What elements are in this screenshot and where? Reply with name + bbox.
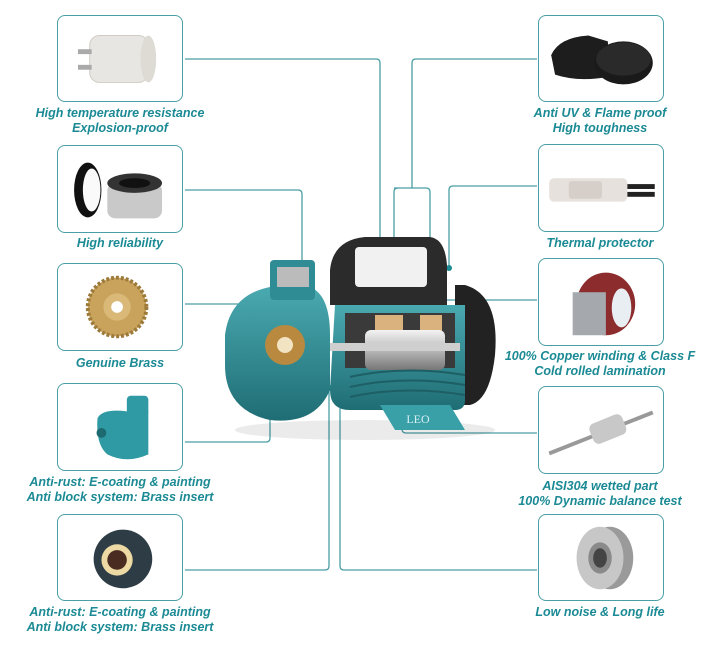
thermal-protector-icon [549, 178, 655, 202]
feature-card-rotor-shaft [538, 386, 664, 474]
ball-bearing-icon [576, 526, 634, 590]
caption-thermal-protector: Thermal protector [546, 236, 654, 250]
caption-pump-cover: Anti-rust: E-coating & painting Anti blo… [26, 605, 214, 634]
feature-card-bearing [538, 514, 664, 601]
feature-card-pump-cover [57, 514, 183, 601]
feature-card-impeller [57, 263, 183, 351]
feature-card-terminal-box [538, 15, 664, 102]
caption-mechanical-seal: High reliability [76, 236, 164, 250]
caption-capacitor: High temperature resistance Explosion-pr… [35, 106, 205, 135]
terminal-box-icon [551, 35, 653, 85]
caption-pump-body: Anti-rust: E-coating & painting Anti blo… [26, 475, 214, 504]
feature-card-pump-body [57, 383, 183, 471]
pump-cover-icon [93, 529, 153, 589]
capacitor-icon [77, 35, 157, 83]
caption-bearing: Low noise & Long life [535, 605, 665, 619]
mechanical-seal-icon [74, 162, 163, 219]
rotor-shaft-icon [548, 410, 654, 456]
feature-card-thermal-protector [538, 144, 664, 232]
stator-winding-icon [572, 272, 636, 336]
pump-cutaway-icon: LEO [225, 237, 496, 440]
pump-body-icon [96, 395, 149, 460]
caption-stator: 100% Copper winding & Class F Cold rolle… [504, 349, 696, 378]
brand-label: LEO [406, 412, 430, 426]
feature-card-mechanical-seal [57, 145, 183, 233]
caption-rotor-shaft: AISI304 wetted part 100% Dynamic balance… [518, 479, 682, 508]
caption-terminal-box: Anti UV & Flame proof High toughness [533, 106, 667, 135]
brass-impeller-icon [85, 275, 149, 339]
caption-impeller: Genuine Brass [75, 356, 165, 370]
feature-card-capacitor [57, 15, 183, 102]
feature-card-stator [538, 258, 664, 346]
